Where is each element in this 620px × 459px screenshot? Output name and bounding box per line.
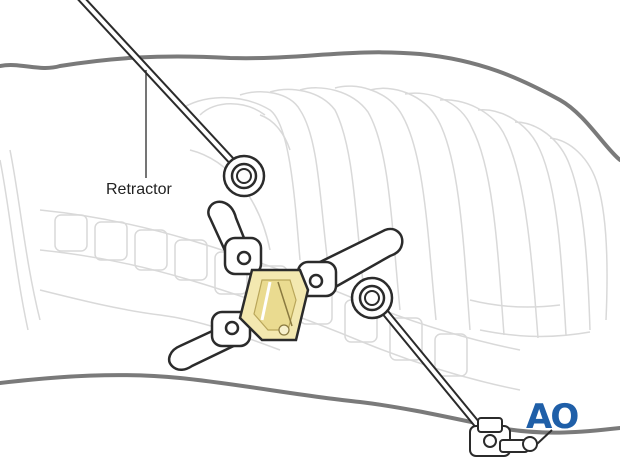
- rib-cage: [179, 85, 608, 339]
- retractor-instrument: [77, 0, 266, 198]
- scope-instrument: [350, 276, 553, 457]
- arm-lower-left: [168, 310, 252, 371]
- front-contour: [0, 373, 620, 435]
- arm-right: [296, 227, 404, 298]
- access-window: [168, 200, 404, 371]
- scope-handle: [469, 417, 553, 457]
- back-contour: [0, 50, 620, 162]
- body-outline: [0, 50, 620, 435]
- ao-logo: AO: [526, 397, 579, 437]
- retractor-label: Retractor: [106, 181, 172, 198]
- arm-upper-left: [207, 200, 263, 276]
